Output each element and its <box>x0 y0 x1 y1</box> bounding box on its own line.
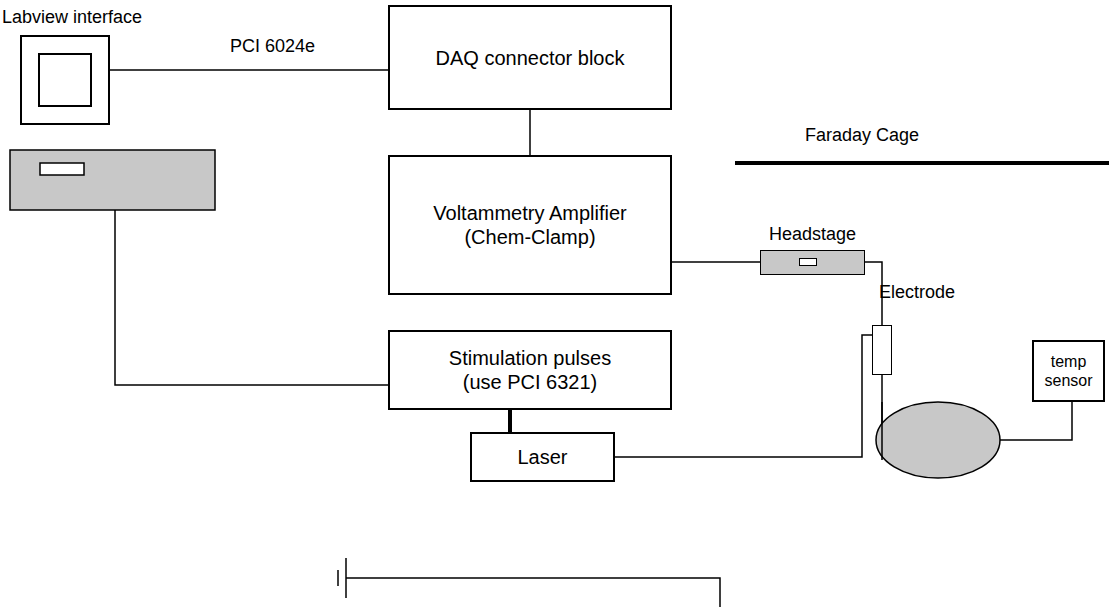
box-text: Stimulation pulses <box>449 346 611 370</box>
region-label: Faraday Cage <box>805 125 919 146</box>
box-text: Voltammetry Amplifier <box>433 201 626 225</box>
node-label: Labview interface <box>2 7 142 29</box>
process-box: DAQ connector block <box>388 5 672 110</box>
drive-slot <box>40 163 84 175</box>
headstage-switch <box>799 258 817 266</box>
box-text: Laser <box>517 445 567 469</box>
process-box: Voltammetry Amplifier(Chem-Clamp) <box>388 155 672 295</box>
wire <box>115 210 388 385</box>
sample-dish <box>876 402 1000 478</box>
box-text: temp sensor <box>1044 352 1093 390</box>
connector <box>508 410 512 432</box>
electrode-tip <box>881 402 883 460</box>
bus-label: PCI 6024e <box>230 36 315 57</box>
wire <box>1000 402 1072 440</box>
electrode: Electrode <box>872 325 892 375</box>
screen <box>38 53 92 107</box>
box-text: (Chem-Clamp) <box>464 225 595 249</box>
node-label: Electrode <box>879 282 955 304</box>
ground-symbol <box>337 570 339 586</box>
faraday-wall <box>735 161 1109 165</box>
headstage: Headstage <box>760 250 865 275</box>
computer-case <box>10 150 215 210</box>
process-box: Laser <box>470 432 615 482</box>
connector <box>110 69 388 71</box>
box-text: (use PCI 6321) <box>463 370 598 394</box>
connector <box>672 261 760 263</box>
box-text: DAQ connector block <box>436 46 625 70</box>
node-label: Headstage <box>769 224 856 246</box>
sensor-box: temp sensor <box>1032 340 1105 402</box>
connector <box>529 110 531 155</box>
monitor: Labview interface <box>20 35 110 125</box>
process-box: Stimulation pulses(use PCI 6321) <box>388 330 672 410</box>
ground-wire <box>346 578 720 607</box>
